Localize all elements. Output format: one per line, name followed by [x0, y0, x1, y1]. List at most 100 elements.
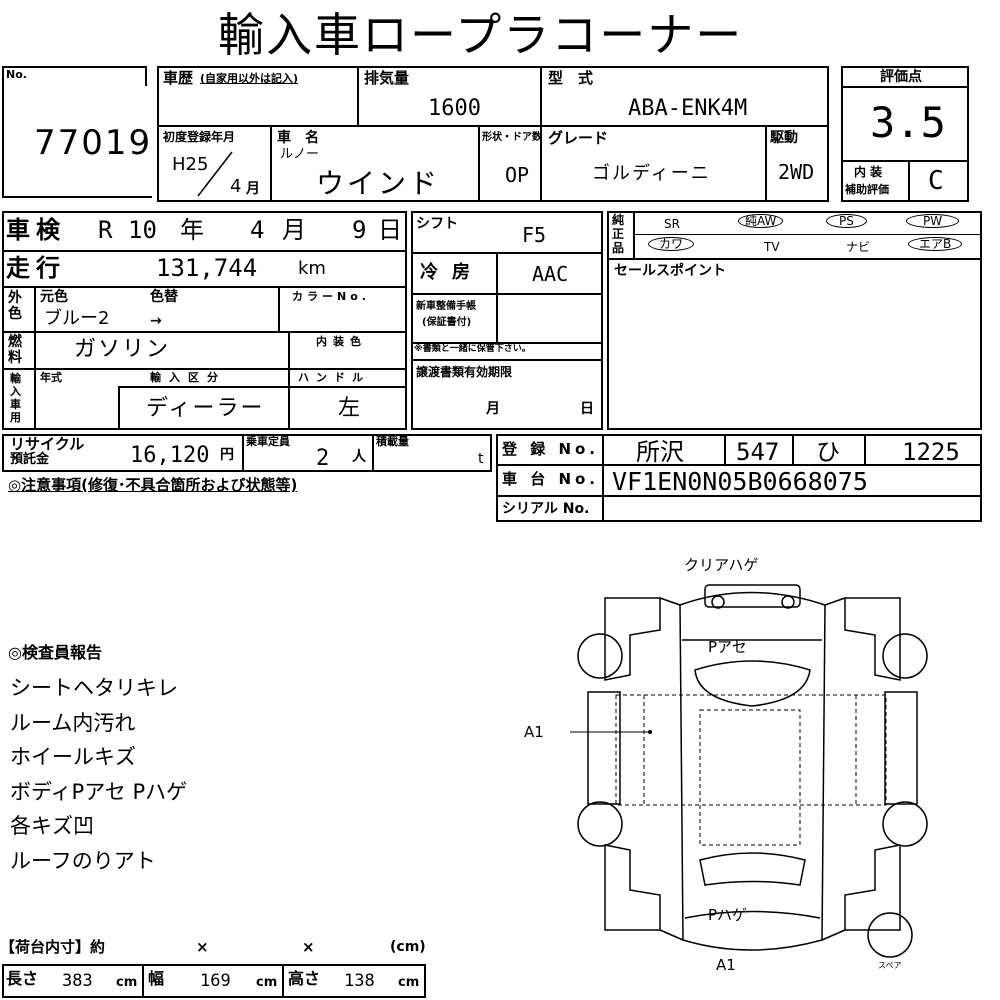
color-side-label: 外色	[8, 290, 22, 322]
history-label: 車歴	[163, 69, 194, 87]
aircon-label: 冷房	[420, 262, 484, 283]
length-label: 長さ	[6, 969, 39, 988]
grade-value: 3.5	[870, 98, 946, 147]
inspection-day: 9	[352, 216, 367, 244]
interior-value: C	[928, 166, 944, 196]
first-registration-month-unit: 月	[246, 181, 260, 197]
car-name-label: 車 名	[277, 130, 319, 146]
width-value: 169	[200, 971, 231, 991]
shape-label: 形状・ドア数	[482, 132, 542, 143]
serial-label: シリアル No.	[502, 501, 590, 517]
shift-label: シフト	[416, 216, 458, 232]
chassis-label: 車 台 No.	[502, 470, 600, 488]
mileage-value: 131,744	[156, 254, 258, 282]
capacity-value: 2	[316, 446, 330, 471]
diagram-hood-note: Pアセ	[708, 638, 747, 656]
car-damage-diagram	[570, 584, 928, 958]
handle-value: 左	[338, 396, 361, 421]
car-name: ウインド	[316, 167, 441, 200]
displacement-value: 1600	[428, 96, 481, 121]
inspection-label: 車検	[6, 216, 66, 244]
maintenance-label-1: 新車整備手帳	[416, 301, 476, 312]
inspection-year-unit: 年	[180, 216, 204, 244]
fuel-side-label: 燃料	[8, 334, 22, 366]
registration-label: 登 録 No.	[502, 440, 600, 458]
transfer-label: 譲渡書類有効期限	[416, 365, 513, 379]
color-change-label: 色替	[150, 289, 178, 305]
model-label: 型 式	[548, 69, 594, 87]
import-type-label: 輸入区分	[150, 371, 226, 384]
equipment-airbag: エアB	[908, 237, 963, 251]
transfer-month-unit: 月	[486, 401, 500, 417]
mileage-unit: km	[298, 258, 326, 279]
report-line: ボディPアセ Pハゲ	[10, 780, 188, 804]
first-registration-year: H25	[172, 154, 209, 175]
diagram-top-note: クリアハゲ	[684, 556, 759, 574]
diagram-rear-note: Pハゲ	[708, 906, 748, 924]
drive-value: 2WD	[778, 160, 815, 184]
inspection-year: 10	[128, 216, 157, 244]
report-line: シートヘタリキレ	[10, 676, 178, 700]
diagram-side-note: A1	[524, 723, 544, 741]
load-unit: t	[478, 451, 484, 467]
grade-name-value: ゴルディーニ	[592, 163, 711, 184]
shift-value: F5	[522, 223, 547, 247]
transfer-day-unit: 日	[580, 401, 594, 417]
equipment-power-window: PW	[906, 214, 960, 228]
diagram-bottom-note: A1	[716, 956, 736, 974]
report-line: 各キズ凹	[10, 814, 94, 838]
notice-heading: ◎注意事項(修復･不具合箇所および状態等)	[8, 476, 298, 494]
drive-label: 駆動	[770, 130, 798, 146]
model-year-label: 年式	[40, 371, 62, 384]
length-unit: cm	[116, 975, 138, 990]
displacement-label: 排気量	[364, 69, 410, 87]
cargo-unit-heading: (cm)	[390, 939, 426, 955]
grade-name-label: グレード	[548, 129, 609, 147]
fuel-value: ガソリン	[74, 337, 171, 362]
load-label: 積載量	[376, 435, 409, 448]
mileage-label: 走行	[6, 254, 66, 282]
color-number-label: カラーNo.	[292, 290, 370, 303]
registration-class: 547	[736, 438, 780, 466]
handle-label: ハンドル	[298, 371, 370, 384]
first-registration-label: 初度登録年月	[163, 130, 236, 144]
model-value: ABA-ENK4M	[628, 96, 748, 121]
recycle-label-2: 預託金	[10, 452, 50, 467]
recycle-label-1: リサイクル	[10, 435, 85, 453]
stock-number: 77019	[34, 123, 153, 163]
registration-area: 所沢	[636, 438, 684, 466]
recycle-value: 16,120	[130, 443, 210, 468]
color-value: ブルー2	[44, 308, 110, 329]
shape-value: OP	[505, 163, 530, 187]
registration-kana: ひ	[816, 438, 840, 466]
color-change-arrow: →	[150, 313, 162, 329]
cargo-heading: 【荷台内寸】約	[0, 938, 106, 956]
equipment-side-label: 純正品	[612, 213, 625, 255]
report-line: ルーム内汚れ	[10, 711, 136, 735]
original-color-label: 元色	[40, 289, 68, 305]
width-label: 幅	[148, 969, 165, 988]
height-value: 138	[344, 971, 375, 991]
recycle-unit: 円	[220, 447, 234, 463]
history-note: (自家用以外は記入)	[200, 72, 299, 85]
equipment-tv: TV	[764, 240, 780, 254]
date-slash	[197, 151, 233, 197]
import-type-value: ディーラー	[146, 396, 265, 421]
capacity-label: 乗車定員	[246, 435, 290, 448]
sales-point-label: セールスポイント	[614, 263, 726, 279]
capacity-unit: 人	[352, 449, 366, 465]
equipment-navi: ナビ	[846, 240, 871, 254]
sheet-title: 輸入車ロープラコーナー	[218, 8, 744, 62]
import-side-label: 輸入車用	[10, 372, 21, 424]
registration-number: 1225	[902, 438, 960, 466]
interior-color-label: 内装色	[316, 335, 367, 348]
maintenance-label-2: (保証書付)	[422, 317, 472, 328]
report-line: ルーフのりアト	[10, 849, 156, 873]
inspection-month-unit: 月	[282, 216, 306, 244]
interior-label-1: 内 装	[854, 165, 883, 179]
first-registration-month: 4	[230, 176, 242, 197]
no-label: No.	[6, 68, 27, 81]
width-unit: cm	[256, 975, 278, 990]
cargo-x-2: ×	[302, 938, 315, 956]
cargo-x-1: ×	[196, 938, 209, 956]
